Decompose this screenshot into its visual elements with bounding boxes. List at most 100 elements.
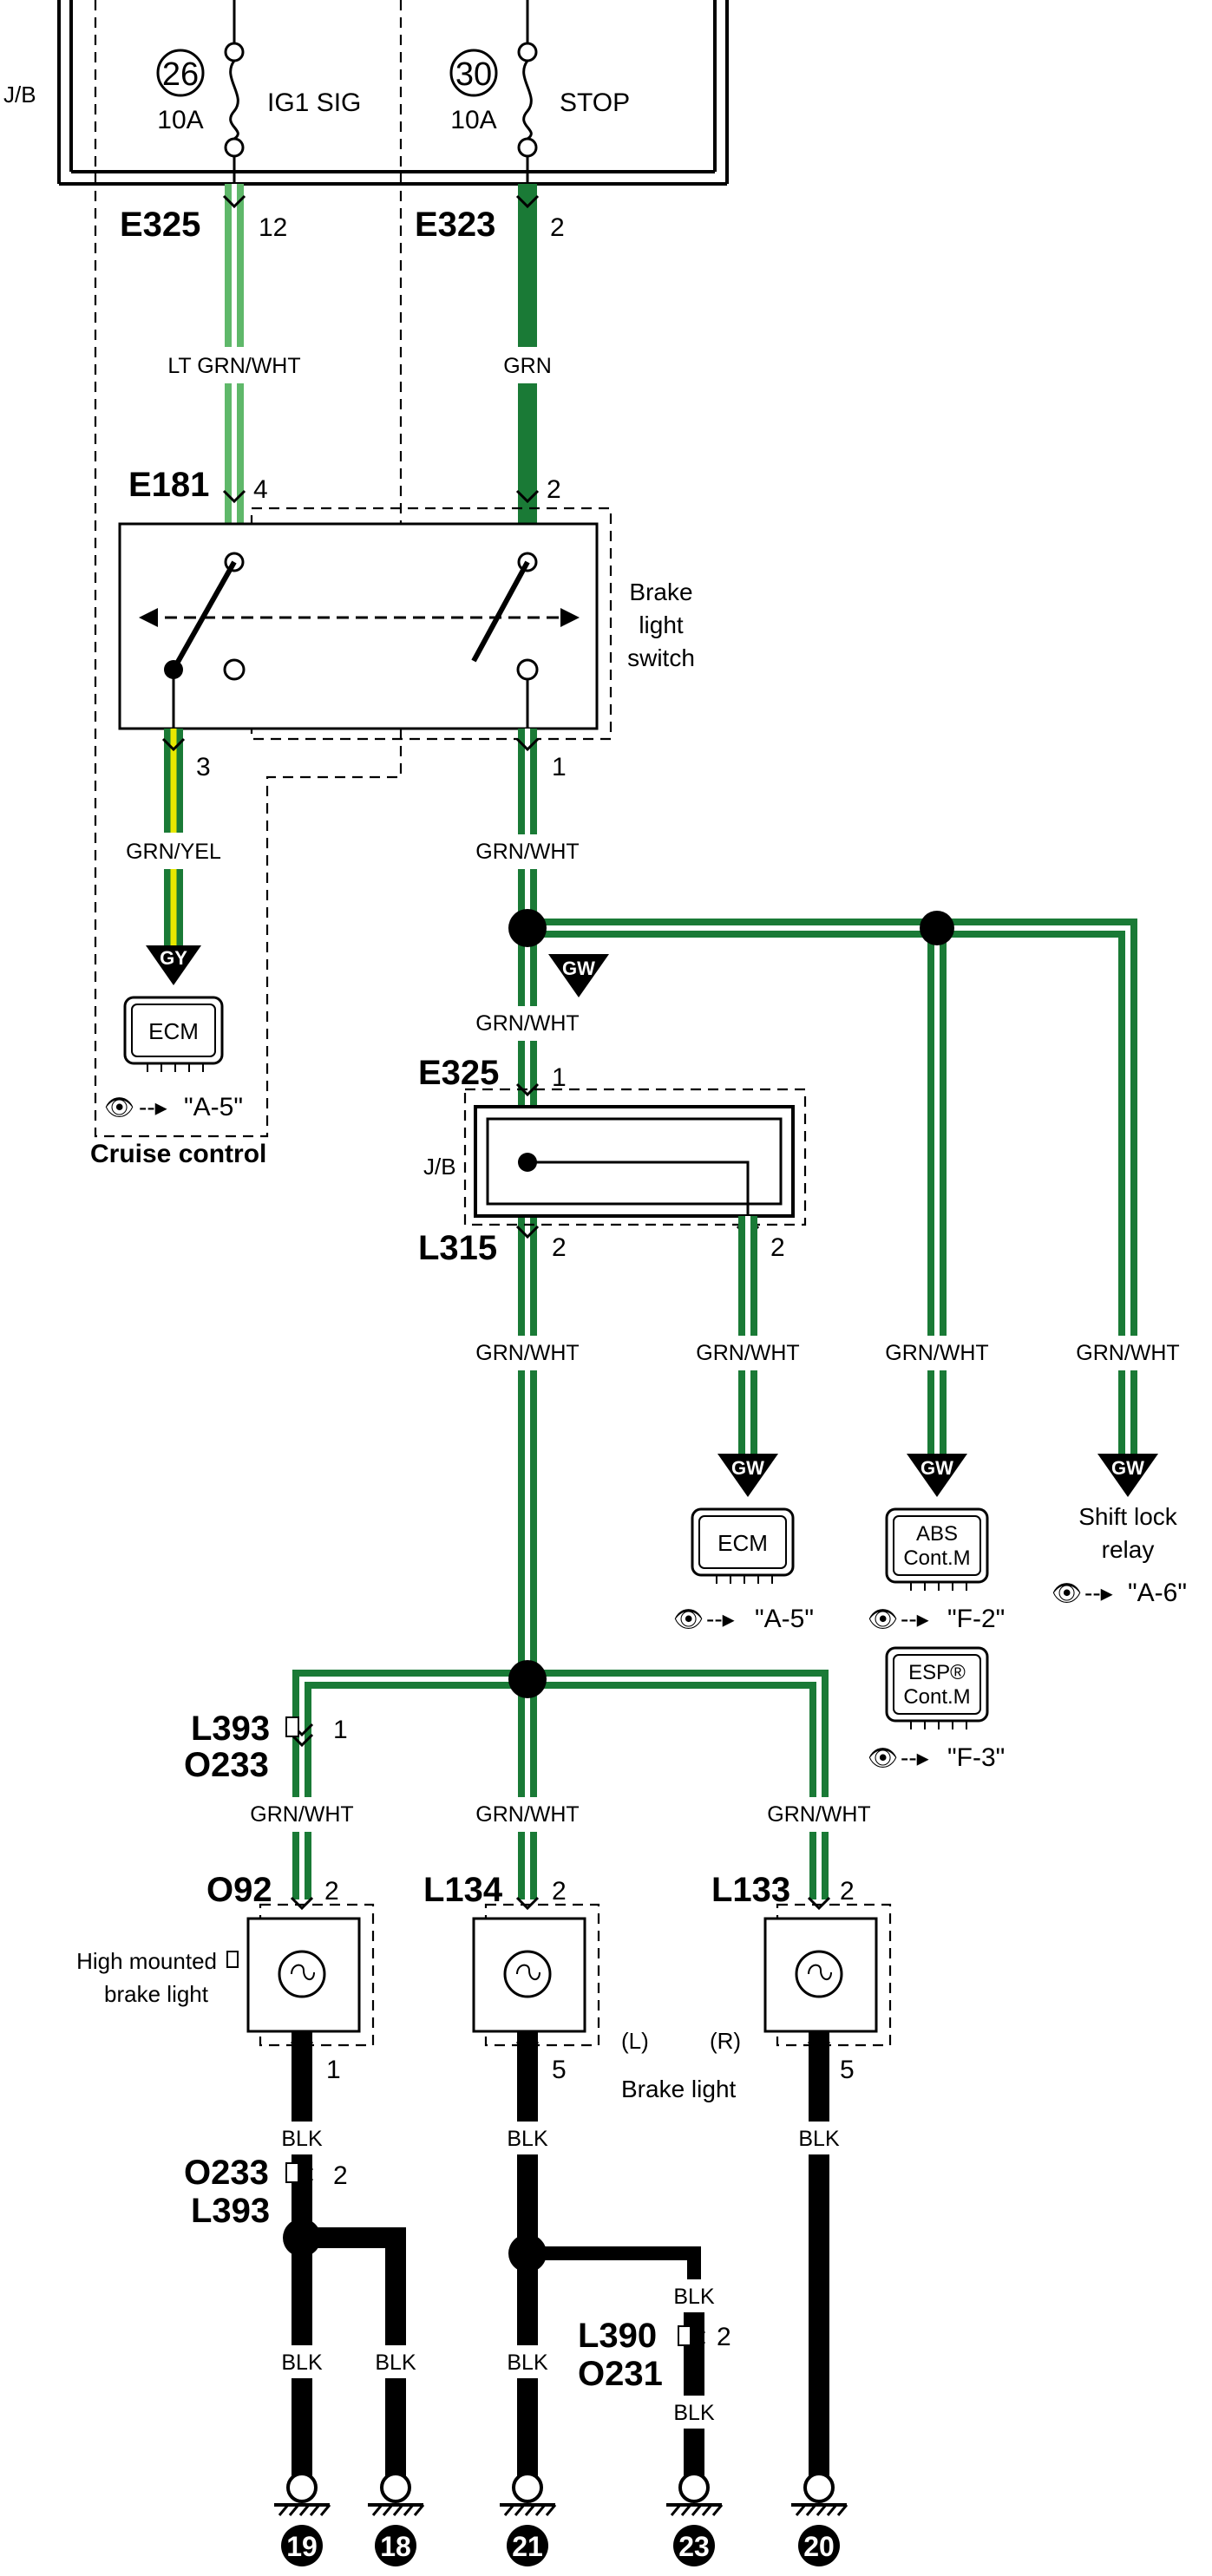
- connector-l393-bot: L393: [191, 2192, 270, 2230]
- connector-o92: O92: [206, 1871, 272, 1909]
- fuse-26-number: 26: [162, 56, 199, 93]
- jb-small-label: J/B: [423, 1154, 456, 1180]
- eye-icon: 👁: [868, 1605, 899, 1632]
- connector-l133: L133: [711, 1871, 790, 1909]
- fuse-26-number-circle: [156, 49, 205, 97]
- wire-label-grn-wht-o92: GRN/WHT: [250, 1802, 353, 1827]
- junction-block-top: J/B: [3, 0, 729, 186]
- brake-light-left: L134 2 (L): [423, 1871, 649, 2054]
- connector-e323: E323: [415, 206, 495, 244]
- wire-label-grn-wht-ecm: GRN/WHT: [696, 1341, 799, 1365]
- wire-label-blk-o92: BLK: [281, 2127, 323, 2151]
- connector-l134: L134: [423, 1871, 503, 1909]
- pin-e323-2: 2: [550, 213, 565, 242]
- high-mounted-brake-light: O92 2 High mounted brake light: [76, 1871, 375, 2047]
- connector-o233-top: O233: [184, 1746, 269, 1784]
- eye-icon: 👁: [673, 1605, 704, 1632]
- label-switch: switch: [627, 644, 695, 671]
- connector-l393-o233-top: L393 1 O233: [184, 1710, 348, 1784]
- ref-f2: "F-2": [947, 1605, 1005, 1633]
- wire-label-blk-l390-upper: BLK: [673, 2285, 715, 2309]
- high-mount-label-1: High mounted: [76, 1948, 217, 1974]
- wire-label-blk-l133: BLK: [798, 2127, 840, 2151]
- pin-e325-1: 1: [552, 1063, 567, 1092]
- pin-e181-1: 1: [552, 753, 567, 781]
- ground-23: 23: [666, 2472, 724, 2566]
- pin-o92-1: 1: [326, 2056, 341, 2084]
- eye-icon: 👁: [1051, 1579, 1083, 1606]
- fuse-30-number: 30: [455, 56, 492, 93]
- wire-label-grn-wht-abs: GRN/WHT: [885, 1341, 988, 1365]
- wire-grn-wht-ecm: GRN/WHT: [696, 1216, 800, 1457]
- pin-e181-3: 3: [196, 753, 211, 781]
- pin-e181-4: 4: [253, 475, 268, 504]
- ground-20-label: 20: [803, 2531, 835, 2562]
- wire-label-grn-wht-3: GRN/WHT: [475, 1341, 579, 1365]
- ref-a6: "A-6": [1128, 1579, 1187, 1607]
- svg-text:--▸: --▸: [139, 1094, 167, 1121]
- wire-label-grn-wht-2: GRN/WHT: [475, 1011, 579, 1036]
- svg-text:--▸: --▸: [706, 1605, 735, 1632]
- pin-l133-2: 2: [840, 1877, 855, 1906]
- badge-gy-text: GY: [160, 947, 187, 969]
- splice-blk-2: [508, 2234, 547, 2272]
- ecm-main-label: ECM: [717, 1530, 768, 1556]
- shift-lock-label-2: relay: [1102, 1536, 1155, 1563]
- fuse-30-name: STOP: [560, 88, 630, 117]
- junction-block-small: J/B E325 1 L315 2 2: [418, 1054, 807, 1267]
- wire-label-grn: GRN: [503, 354, 552, 378]
- jb-label: J/B: [3, 82, 36, 108]
- pin-l390-2: 2: [717, 2323, 731, 2351]
- ecm-main: ECM 👁 --▸ "A-5": [673, 1507, 814, 1633]
- high-mount-label-2: brake light: [104, 1981, 209, 2007]
- pin-l315-b: 2: [770, 1233, 785, 1262]
- splice-1: [508, 909, 547, 947]
- ecm-cruise: ECM 👁 --▸ "A-5" Cruise control: [90, 996, 266, 1168]
- brake-light-switch: E181 4 2 Brake light switch: [118, 466, 695, 741]
- splice-2: [920, 911, 954, 945]
- ground-21-label: 21: [512, 2531, 543, 2562]
- shift-lock-label-1: Shift lock: [1078, 1503, 1178, 1530]
- connector-e325-jb: E325: [418, 1054, 499, 1092]
- abs-label-1: ABS: [916, 1522, 958, 1546]
- fuse-26-name: IG1 SIG: [267, 88, 361, 117]
- pin-l133-5: 5: [840, 2056, 855, 2084]
- label-right: (R): [710, 2028, 741, 2054]
- pin-o92-2: 2: [324, 1877, 339, 1906]
- wire-label-blk-23: BLK: [673, 2401, 715, 2425]
- wire-grn-wht-lower-bus: GRN/WHT GRN/WHT GRN/WHT: [250, 1648, 871, 1899]
- ground-20: 20: [791, 2472, 848, 2566]
- wire-label-lt-grn-wht: LT GRN/WHT: [167, 354, 300, 378]
- ground-19: 19: [274, 2472, 331, 2566]
- wire-blk-l134: 5 BLK BLK BLK L390 2 O231 BLK: [501, 2031, 731, 2479]
- eye-icon: 👁: [868, 1744, 899, 1771]
- abs-label-2: Cont.M: [903, 1546, 970, 1570]
- connector-e181: E181: [128, 466, 209, 504]
- badge-gw-abs: GW: [907, 1454, 967, 1497]
- svg-text:--▸: --▸: [901, 1744, 929, 1771]
- ref-f3: "F-3": [947, 1743, 1005, 1772]
- label-light: light: [639, 611, 684, 638]
- abs-control-module: ABS Cont.M 👁 --▸ "F-2": [868, 1507, 1005, 1633]
- badge-gw-main: GW: [548, 954, 609, 997]
- wire-label-grn-wht-shift: GRN/WHT: [1076, 1341, 1179, 1365]
- badge-gw-ecm: GW: [717, 1454, 778, 1497]
- ecm-cruise-label: ECM: [148, 1018, 199, 1044]
- wire-label-grn-yel: GRN/YEL: [126, 840, 221, 864]
- wire-label-blk-19: BLK: [281, 2350, 323, 2375]
- pin-o233-2: 2: [333, 2161, 348, 2190]
- fuse-26-element: [229, 60, 239, 141]
- brake-light-right: L133 2 (R): [710, 1871, 892, 2054]
- ground-19-label: 19: [286, 2531, 318, 2562]
- badge-gw-abs-text: GW: [920, 1457, 953, 1479]
- pin-l393-1: 1: [333, 1716, 348, 1744]
- fuse-30-amp: 10A: [450, 106, 496, 134]
- pin-l134-5: 5: [552, 2056, 567, 2084]
- pin-l315-a: 2: [552, 1233, 567, 1262]
- wire-label-grn-wht-l133: GRN/WHT: [767, 1802, 870, 1827]
- esp-label-2: Cont.M: [903, 1685, 970, 1709]
- label-left: (L): [621, 2028, 649, 2054]
- esp-control-module: ESP® Cont.M 👁 --▸ "F-3": [868, 1646, 1005, 1772]
- ground-18-label: 18: [380, 2531, 411, 2562]
